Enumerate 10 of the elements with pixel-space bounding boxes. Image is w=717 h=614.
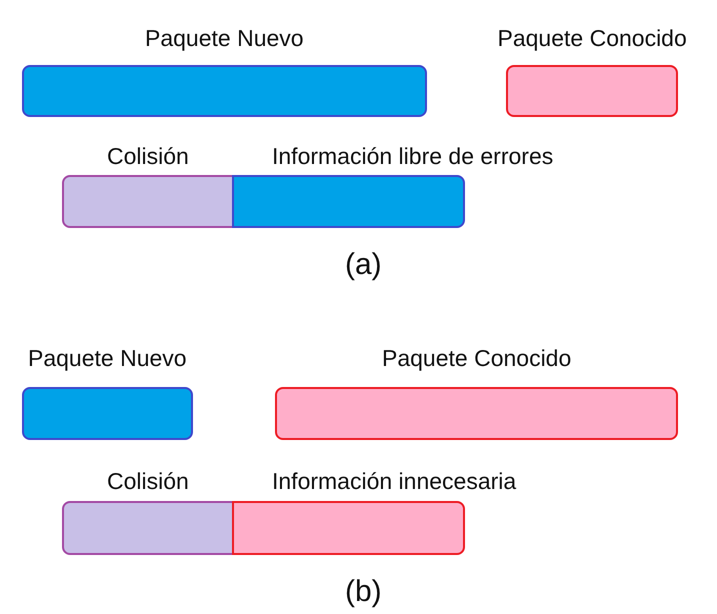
bar-label: Información libre de errores xyxy=(272,143,554,170)
bar-label: Paquete Conocido xyxy=(382,345,572,372)
panel-caption: (b) xyxy=(345,575,382,609)
bar-label: Colisión xyxy=(107,143,189,170)
bar-label: Paquete Nuevo xyxy=(145,25,304,52)
bar-label: Colisión xyxy=(107,468,189,495)
panel-caption: (a) xyxy=(345,248,382,282)
bar-label: Paquete Nuevo xyxy=(28,345,187,372)
bar-label: Paquete Conocido xyxy=(498,25,687,52)
bar-label: Información innecesaria xyxy=(272,468,516,495)
